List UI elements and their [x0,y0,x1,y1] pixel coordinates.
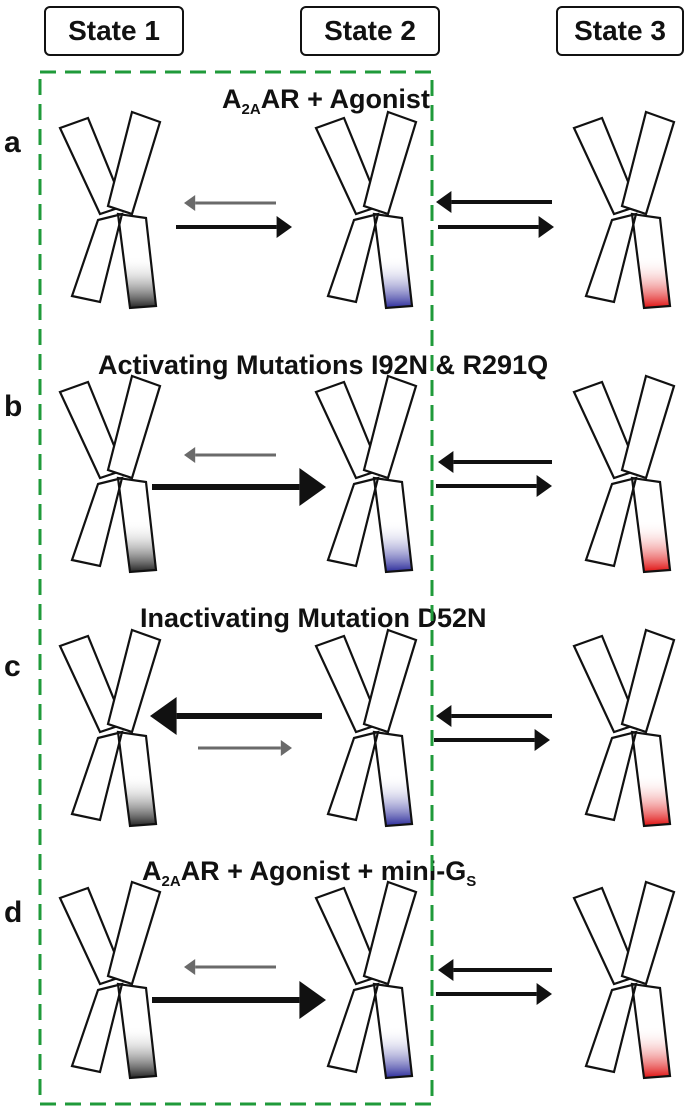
upper-right-helix [106,628,162,734]
arrow-c-forward-head [280,740,292,756]
header-state-3: State 3 [556,6,684,56]
arrow-c23-forward-head [534,729,550,751]
row-title-c: Inactivating Mutation D52N [140,603,487,633]
receptor-state-3-row-2 [572,628,676,828]
lower-left-helix [70,982,124,1074]
lower-right-helix [372,212,414,310]
upper-right-helix [620,110,676,216]
upper-right-helix [362,880,418,986]
upper-right-helix [620,374,676,480]
lower-left-helix [326,730,380,822]
lower-right-helix [116,212,158,310]
upper-right-helix [620,628,676,734]
lower-right-helix [116,730,158,828]
arrow-d23-forward-head [536,983,552,1005]
lower-right-helix [630,730,672,828]
arrow-a-reverse-head [184,195,196,211]
header-state-1: State 1 [44,6,184,56]
receptor-state-2-row-1 [314,374,418,574]
receptor-state-2-row-3 [314,880,418,1080]
receptor-state-3-row-0 [572,110,676,310]
arrow-a23-forward-head [538,216,554,238]
upper-right-helix [362,374,418,480]
row-title-b: Activating Mutations I92N & R291Q [98,350,549,380]
arrow-a23-reverse-head [436,191,452,213]
lower-left-helix [326,476,380,568]
receptor-state-1-row-3 [58,880,162,1080]
lower-left-helix [326,982,380,1074]
lower-right-helix [116,982,158,1080]
receptor-state-1-row-0 [58,110,162,310]
row-label-c: c [4,650,21,683]
row-label-b: b [4,390,23,423]
arrow-d-forward-head [299,981,326,1019]
arrow-b23-reverse-head [438,451,454,473]
row-label-d: d [4,896,23,929]
arrow-d23-reverse-head [438,959,454,981]
receptor-state-1-row-1 [58,374,162,574]
lower-right-helix [372,982,414,1080]
lower-left-helix [326,212,380,304]
lower-right-helix [372,476,414,574]
arrow-c-reverse-head [150,697,177,735]
lower-left-helix [70,476,124,568]
arrow-a-forward-head [276,216,292,238]
lower-left-helix [584,212,638,304]
lower-left-helix [70,212,124,304]
lower-right-helix [116,476,158,574]
arrow-b-reverse-head [184,447,196,463]
lower-right-helix [630,212,672,310]
arrow-d-reverse-head [184,959,196,975]
row-label-a: a [4,126,21,159]
arrow-b-forward-head [299,468,326,506]
upper-right-helix [620,880,676,986]
receptor-state-3-row-3 [572,880,676,1080]
lower-left-helix [584,982,638,1074]
receptor-state-2-row-0 [314,110,418,310]
lower-left-helix [70,730,124,822]
receptor-state-1-row-2 [58,628,162,828]
header-state-2: State 2 [300,6,440,56]
upper-right-helix [362,628,418,734]
receptor-state-2-row-2 [314,628,418,828]
upper-right-helix [106,880,162,986]
row-title-a: A2AAR + Agonist [222,84,430,118]
arrow-b23-forward-head [536,475,552,497]
lower-left-helix [584,730,638,822]
lower-left-helix [584,476,638,568]
upper-right-helix [106,110,162,216]
lower-right-helix [630,982,672,1080]
upper-right-helix [362,110,418,216]
row-title-d: A2AAR + Agonist + mini-GS [142,856,477,890]
arrow-c23-reverse-head [436,705,452,727]
receptor-state-3-row-1 [572,374,676,574]
lower-right-helix [372,730,414,828]
upper-right-helix [106,374,162,480]
state-1-2-dashed-box [38,70,434,1106]
lower-right-helix [630,476,672,574]
